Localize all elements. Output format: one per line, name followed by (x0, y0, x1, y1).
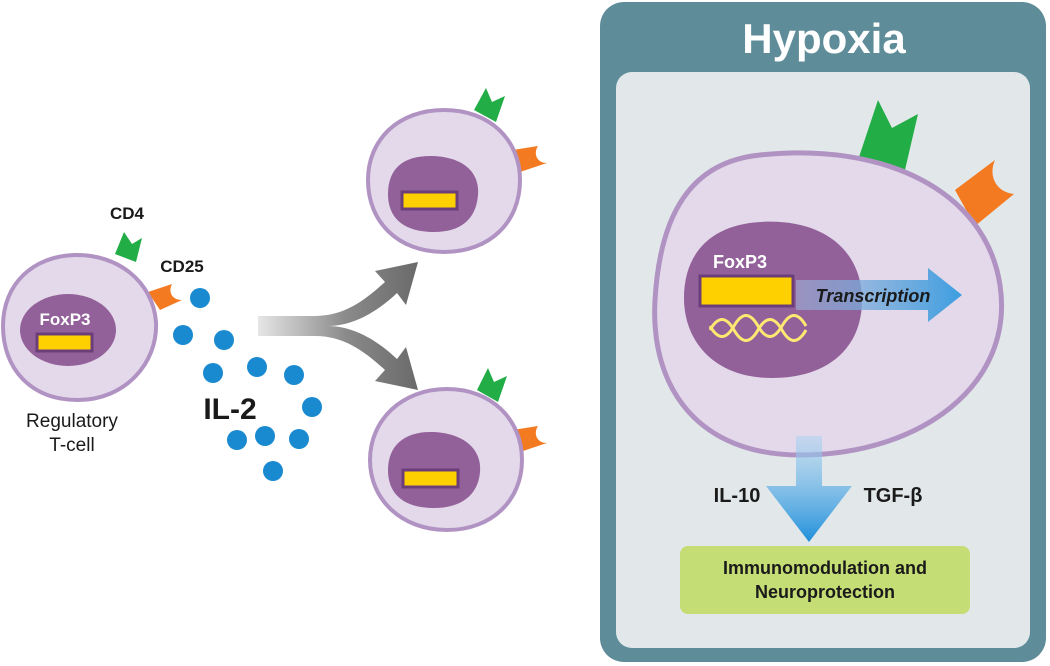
secretion-arrow-icon (766, 436, 852, 542)
il2-dot (284, 365, 304, 385)
cd25-label: CD25 (160, 257, 203, 276)
transcription-arrow-icon (796, 268, 962, 322)
cd4-receptor-icon (477, 368, 507, 402)
daughter-cell-top (365, 88, 547, 255)
regulatory-t-cell: FoxP3 (0, 232, 182, 403)
il2-dot (289, 429, 309, 449)
foxp3-gene-icon (400, 190, 459, 211)
foxp3-gene-icon (35, 332, 94, 353)
daughter-cell-bottom (367, 368, 547, 533)
cell-label-line2: T-cell (49, 435, 94, 456)
il2-dot (173, 325, 193, 345)
nucleus (20, 294, 116, 366)
transcription-label: Transcription (816, 286, 931, 306)
foxp3-label: FoxP3 (713, 252, 767, 272)
il2-dot (255, 426, 275, 446)
hypoxia-panel: Hypoxia FoxP3 Transcription IL-10 TGF-β … (600, 2, 1046, 662)
cell-label-line1: Regulatory (26, 411, 118, 432)
cd25-receptor-icon (148, 284, 182, 310)
il2-dot (247, 357, 267, 377)
cd4-receptor-icon (858, 100, 918, 170)
panel-title: Hypoxia (742, 15, 906, 62)
cd4-receptor-icon (115, 232, 142, 262)
il2-dot (227, 430, 247, 450)
outcome-line2: Neuroprotection (755, 582, 895, 602)
cd25-receptor-icon (513, 146, 547, 172)
outcome-line1: Immunomodulation and (723, 558, 927, 578)
il2-dot (190, 288, 210, 308)
il10-label: IL-10 (714, 485, 761, 507)
foxp3-gene-icon (698, 274, 795, 308)
outcome-box (680, 546, 970, 614)
foxp3-gene-icon (401, 468, 460, 489)
foxp3-label: FoxP3 (39, 310, 90, 329)
proliferation-arrow-icon (258, 262, 418, 390)
cd25-receptor-icon (955, 160, 1014, 226)
mrna-icon (708, 314, 808, 342)
cd4-receptor-icon (474, 88, 505, 122)
il2-dot (214, 330, 234, 350)
il2-dot (263, 461, 283, 481)
cd4-label: CD4 (110, 204, 145, 223)
il2-label: IL-2 (203, 393, 256, 426)
tgfb-label: TGF-β (864, 485, 923, 507)
il2-dot (203, 363, 223, 383)
il2-dot (302, 397, 322, 417)
il2-dots (173, 288, 322, 481)
